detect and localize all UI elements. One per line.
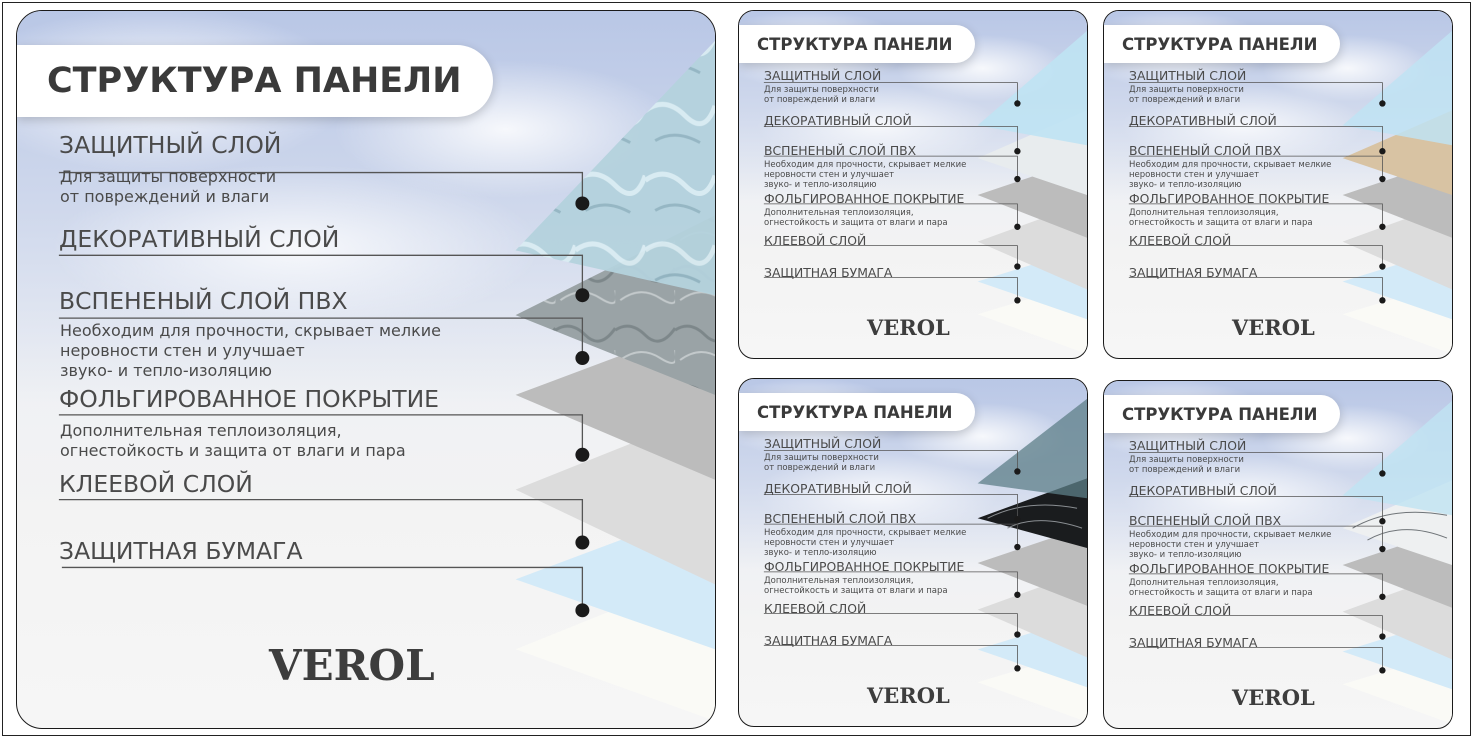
layer-label-foil: ФОЛЬГИРОВАННОЕ ПОКРЫТИЕ xyxy=(764,559,965,574)
layer-desc-pvc: Необходим для прочности, скрывает мелкие… xyxy=(60,321,441,380)
panel-title: СТРУКТУРА ПАНЕЛИ xyxy=(739,393,975,431)
layer-label-protective: ЗАЩИТНЫЙ СЛОЙ xyxy=(1129,68,1247,83)
layer-desc-pvc: Необходим для прочности, скрывает мелкие… xyxy=(1129,530,1332,561)
layer-label-decorative: ДЕКОРАТИВНЫЙ СЛОЙ xyxy=(59,225,340,253)
layer-label-protective: ЗАЩИТНЫЙ СЛОЙ xyxy=(59,131,282,159)
brand-logo: VEROL xyxy=(1232,685,1315,710)
decor-veins xyxy=(1352,511,1448,541)
layer-label-paper: ЗАЩИТНАЯ БУМАГА xyxy=(59,537,303,565)
panel-variant-bottom-right: СТРУКТУРА ПАНЕЛИ ЗАЩИТНЫЙ СЛОЙ Для защит… xyxy=(1103,380,1453,729)
layer-label-pvc: ВСПЕНЕНЫЙ СЛОЙ ПВХ xyxy=(1129,513,1282,528)
layer-desc-foil: Дополнительная теплоизоляция, огнестойко… xyxy=(1129,578,1313,599)
layer-label-decorative: ДЕКОРАТИВНЫЙ СЛОЙ xyxy=(764,113,912,128)
layer-label-paper: ЗАЩИТНАЯ БУМАГА xyxy=(764,265,893,280)
layer-label-decorative: ДЕКОРАТИВНЫЙ СЛОЙ xyxy=(764,481,912,496)
layer-label-paper: ЗАЩИТНАЯ БУМАГА xyxy=(1129,635,1258,650)
layer-desc-foil: Дополнительная теплоизоляция, огнестойко… xyxy=(60,421,406,460)
layer-desc-protective: Для защиты поверхности от повреждений и … xyxy=(1129,85,1244,106)
layer-desc-pvc: Необходим для прочности, скрывает мелкие… xyxy=(764,160,967,191)
connector-dots xyxy=(1014,468,1021,672)
layer-stack-illustration xyxy=(763,398,1087,723)
layer-film xyxy=(515,40,715,296)
layer-label-pvc: ВСПЕНЕНЫЙ СЛОЙ ПВХ xyxy=(59,287,348,315)
layer-stack-illustration xyxy=(763,30,1087,355)
layer-desc-foil: Дополнительная теплоизоляция, огнестойко… xyxy=(764,576,948,597)
layer-film xyxy=(1342,30,1452,146)
connector-lines xyxy=(1128,452,1383,670)
brand-logo: VEROL xyxy=(867,315,950,340)
layer-stack-illustration xyxy=(1128,400,1452,725)
layer-label-pvc: ВСПЕНЕНЫЙ СЛОЙ ПВХ xyxy=(764,511,917,526)
layer-label-protective: ЗАЩИТНЫЙ СЛОЙ xyxy=(764,68,882,83)
layer-decor xyxy=(977,478,1087,549)
panel-title: СТРУКТУРА ПАНЕЛИ xyxy=(1104,25,1340,63)
layer-label-pvc: ВСПЕНЕНЫЙ СЛОЙ ПВХ xyxy=(764,143,917,158)
layer-label-glue: КЛЕЕВОЙ СЛОЙ xyxy=(1129,233,1232,248)
panel-title: СТРУКТУРА ПАНЕЛИ xyxy=(739,25,975,63)
layer-film xyxy=(977,30,1087,146)
brand-logo: VEROL xyxy=(269,641,435,690)
layer-label-protective: ЗАЩИТНЫЙ СЛОЙ xyxy=(1129,438,1247,453)
connector-lines xyxy=(1128,82,1383,300)
layer-label-foil: ФОЛЬГИРОВАННОЕ ПОКРЫТИЕ xyxy=(1129,191,1330,206)
connector-dots xyxy=(1379,100,1386,304)
layer-desc-protective: Для защиты поверхности от повреждений и … xyxy=(60,167,277,206)
brand-logo: VEROL xyxy=(867,683,950,708)
layer-film xyxy=(1342,400,1452,516)
decor-veins xyxy=(987,504,1083,529)
panel-variant-top-right: СТРУКТУРА ПАНЕЛИ ЗАЩИТНЫЙ СЛОЙ Для защит… xyxy=(1103,10,1453,359)
layer-label-protective: ЗАЩИТНЫЙ СЛОЙ xyxy=(764,436,882,451)
panel-variant-bottom-left: СТРУКТУРА ПАНЕЛИ ЗАЩИТНЫЙ СЛОЙ Для защит… xyxy=(738,378,1088,727)
layer-label-glue: КЛЕЕВОЙ СЛОЙ xyxy=(59,470,253,498)
layer-desc-protective: Для защиты поверхности от повреждений и … xyxy=(764,85,879,106)
panel-main: СТРУКТУРА ПАНЕЛИ ЗАЩИТНЫЙ СЛОЙ Для защит… xyxy=(16,10,716,729)
layer-label-glue: КЛЕЕВОЙ СЛОЙ xyxy=(764,233,867,248)
layer-label-glue: КЛЕЕВОЙ СЛОЙ xyxy=(1129,603,1232,618)
connector-dots xyxy=(1379,470,1386,674)
connector-lines xyxy=(763,450,1018,668)
layer-label-paper: ЗАЩИТНАЯ БУМАГА xyxy=(1129,265,1258,280)
layer-film xyxy=(977,398,1087,499)
panel-title: СТРУКТУРА ПАНЕЛИ xyxy=(17,45,493,117)
layer-label-foil: ФОЛЬГИРОВАННОЕ ПОКРЫТИЕ xyxy=(1129,561,1330,576)
connector-dots xyxy=(575,196,590,618)
layer-desc-protective: Для защиты поверхности от повреждений и … xyxy=(1129,455,1244,476)
layer-desc-foil: Дополнительная теплоизоляция, огнестойко… xyxy=(1129,208,1313,229)
layer-desc-foil: Дополнительная теплоизоляция, огнестойко… xyxy=(764,208,948,229)
layer-label-foil: ФОЛЬГИРОВАННОЕ ПОКРЫТИЕ xyxy=(764,191,965,206)
layer-desc-pvc: Необходим для прочности, скрывает мелкие… xyxy=(764,528,967,559)
connector-lines xyxy=(58,171,584,610)
layer-desc-pvc: Необходим для прочности, скрывает мелкие… xyxy=(1129,160,1332,191)
connector-dots xyxy=(1014,100,1021,304)
layer-desc-protective: Для защиты поверхности от повреждений и … xyxy=(764,453,879,474)
panel-title: СТРУКТУРА ПАНЕЛИ xyxy=(1104,395,1340,433)
layer-label-decorative: ДЕКОРАТИВНЫЙ СЛОЙ xyxy=(1129,113,1277,128)
layer-foamed xyxy=(977,526,1087,606)
layer-label-paper: ЗАЩИТНАЯ БУМАГА xyxy=(764,633,893,648)
brand-logo: VEROL xyxy=(1232,315,1315,340)
layer-stack-illustration xyxy=(1128,30,1452,355)
connector-lines xyxy=(763,82,1018,300)
layer-label-glue: КЛЕЕВОЙ СЛОЙ xyxy=(764,601,867,616)
layer-label-foil: ФОЛЬГИРОВАННОЕ ПОКРЫТИЕ xyxy=(59,385,439,413)
layer-stack-illustration xyxy=(58,40,715,722)
panel-variant-top-left: СТРУКТУРА ПАНЕЛИ ЗАЩИТНЫЙ СЛОЙ Для защит… xyxy=(738,10,1088,359)
layer-label-decorative: ДЕКОРАТИВНЫЙ СЛОЙ xyxy=(1129,483,1277,498)
layer-label-pvc: ВСПЕНЕНЫЙ СЛОЙ ПВХ xyxy=(1129,143,1282,158)
